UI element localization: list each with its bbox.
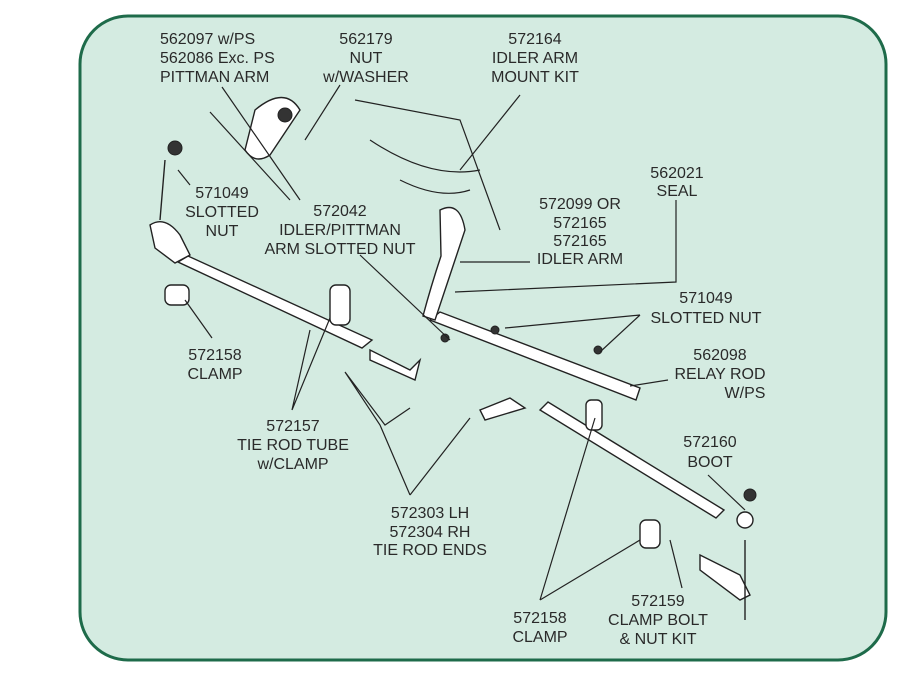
svg-text:562097 w/PS: 562097 w/PS <box>160 31 255 48</box>
right-tie-rod-tube <box>538 401 726 519</box>
label-relay-rod: 562098 RELAY ROD W/PS <box>675 347 766 402</box>
label-nut-washer: 562179 NUT w/WASHER <box>322 31 409 86</box>
label-slotted-nut-right: 571049 SLOTTED NUT <box>650 290 761 327</box>
right-nut-part <box>743 488 757 502</box>
left-stud <box>159 159 166 221</box>
svg-text:TIE ROD ENDS: TIE ROD ENDS <box>373 542 487 559</box>
svg-text:572165: 572165 <box>553 215 606 232</box>
label-slotted-nut-left: 571049 SLOTTED NUT <box>185 185 259 240</box>
svg-text:SLOTTED: SLOTTED <box>185 204 259 221</box>
left-tie-rod-end <box>149 221 191 264</box>
svg-text:CLAMP BOLT: CLAMP BOLT <box>608 612 708 629</box>
left-clamp-part <box>164 284 190 306</box>
center-tie-rod-end-right <box>479 397 527 421</box>
svg-text:NUT: NUT <box>350 50 383 67</box>
bottom-clamp-part <box>639 519 661 549</box>
svg-text:RELAY ROD: RELAY ROD <box>675 366 766 383</box>
slotted-nut-part-a <box>440 333 450 343</box>
svg-text:CLAMP: CLAMP <box>187 366 242 383</box>
svg-text:MOUNT KIT: MOUNT KIT <box>491 69 579 86</box>
label-clamp-left: 572158 CLAMP <box>187 347 242 383</box>
svg-text:572099 OR: 572099 OR <box>539 196 621 213</box>
svg-text:572159: 572159 <box>631 593 684 610</box>
svg-text:572042: 572042 <box>313 203 366 220</box>
svg-text:CLAMP: CLAMP <box>512 629 567 646</box>
boot-part <box>736 511 754 529</box>
svg-text:W/PS: W/PS <box>725 385 766 402</box>
label-idler-mount-kit: 572164 IDLER ARM MOUNT KIT <box>491 31 579 86</box>
svg-text:571049: 571049 <box>195 185 248 202</box>
svg-text:572303 LH: 572303 LH <box>391 505 469 522</box>
svg-text:572165: 572165 <box>553 233 606 250</box>
svg-text:572158: 572158 <box>513 610 566 627</box>
label-clamp-bottom: 572158 CLAMP <box>512 610 567 646</box>
svg-text:SEAL: SEAL <box>657 183 698 200</box>
svg-text:572157: 572157 <box>266 418 319 435</box>
parts-drawing <box>149 96 757 620</box>
svg-text:562021: 562021 <box>650 165 703 182</box>
svg-text:w/WASHER: w/WASHER <box>322 69 409 86</box>
label-tie-rod-ends: 572303 LH 572304 RH TIE ROD ENDS <box>373 505 487 559</box>
label-idler-arm: 572099 OR 572165 572165 IDLER ARM <box>537 196 623 268</box>
svg-text:572158: 572158 <box>188 347 241 364</box>
pittman-arm-hole <box>277 107 293 123</box>
tube-clamp-part <box>329 284 351 326</box>
svg-text:ARM SLOTTED NUT: ARM SLOTTED NUT <box>264 241 415 258</box>
label-seal: 562021 SEAL <box>650 165 703 200</box>
svg-text:562086 Exc. PS: 562086 Exc. PS <box>160 50 275 67</box>
label-idler-pittman-nut: 572042 IDLER/PITTMAN ARM SLOTTED NUT <box>264 203 415 258</box>
svg-text:571049: 571049 <box>679 290 732 307</box>
svg-text:562179: 562179 <box>339 31 392 48</box>
label-clamp-bolt-kit: 572159 CLAMP BOLT & NUT KIT <box>608 593 708 648</box>
svg-text:SLOTTED NUT: SLOTTED NUT <box>650 310 761 327</box>
label-tie-rod-tube: 572157 TIE ROD TUBE w/CLAMP <box>237 418 349 473</box>
svg-text:572164: 572164 <box>508 31 561 48</box>
svg-text:& NUT KIT: & NUT KIT <box>619 631 696 648</box>
slotted-nut-part-b <box>490 325 500 335</box>
idler-mount-bracket <box>354 99 501 231</box>
svg-text:IDLER/PITTMAN: IDLER/PITTMAN <box>279 222 401 239</box>
center-tie-rod-end-left <box>369 348 422 381</box>
svg-text:572304 RH: 572304 RH <box>390 524 471 541</box>
svg-text:IDLER ARM: IDLER ARM <box>537 251 623 268</box>
svg-text:IDLER ARM: IDLER ARM <box>492 50 578 67</box>
svg-text:572160: 572160 <box>683 434 736 451</box>
right-clamp-part <box>585 399 603 431</box>
label-boot: 572160 BOOT <box>683 434 736 471</box>
label-pittman-arm: 562097 w/PS 562086 Exc. PS PITTMAN ARM <box>160 31 275 86</box>
idler-arm <box>422 206 466 321</box>
slotted-nut-part-c <box>593 345 603 355</box>
svg-text:TIE ROD TUBE: TIE ROD TUBE <box>237 437 349 454</box>
svg-text:562098: 562098 <box>693 347 746 364</box>
svg-text:PITTMAN ARM: PITTMAN ARM <box>160 69 269 86</box>
svg-text:NUT: NUT <box>206 223 239 240</box>
svg-text:BOOT: BOOT <box>687 454 733 471</box>
left-slotted-nut-part <box>167 140 183 156</box>
leader-lines <box>177 84 746 601</box>
svg-text:w/CLAMP: w/CLAMP <box>256 456 328 473</box>
